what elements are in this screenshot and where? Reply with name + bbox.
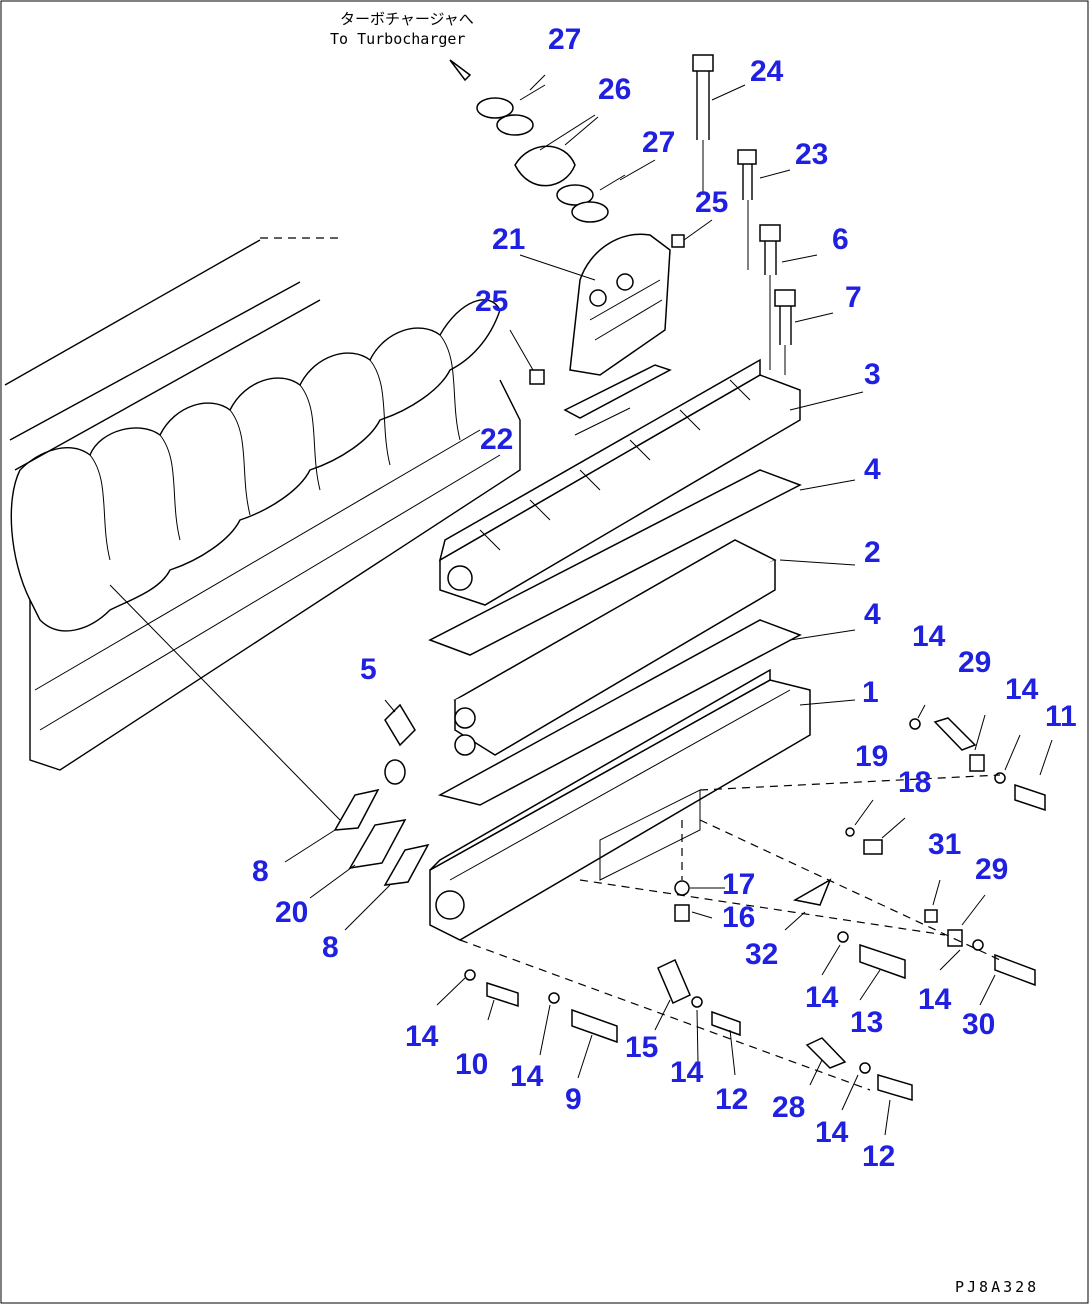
part-label: 11 [1045,700,1077,733]
caption-english: To Turbocharger [330,30,466,48]
part-label: 24 [750,55,784,88]
seal-5 [384,703,416,785]
part-label: 2 [864,536,881,569]
part-label: 9 [565,1083,582,1116]
part-label: 4 [864,453,881,486]
fasteners-bottom [464,958,913,1102]
part-label: 12 [862,1140,896,1173]
part-label: 29 [975,853,1009,886]
part-label: 16 [722,901,756,934]
part-label: 18 [898,766,932,799]
gasket-4-upper [428,469,802,656]
part-label: 14 [405,1020,439,1053]
part-label: 15 [625,1031,659,1064]
part-label: 17 [722,868,756,901]
part-label: 14 [1005,673,1039,706]
part-label: 14 [918,983,952,1016]
part-label: 3 [864,358,881,391]
cooler-case [429,668,811,941]
part-label: 13 [850,1006,884,1039]
part-label: 27 [642,126,676,159]
part-label: 8 [252,855,269,888]
part-label: 4 [864,598,881,631]
part-label: 30 [962,1008,996,1041]
part-label: 19 [855,740,889,773]
part-label: 20 [275,896,309,929]
part-label: 14 [670,1056,704,1089]
gaskets-8-and-tube-20 [109,584,430,886]
part-label: 25 [475,285,509,318]
part-label: 26 [598,73,632,106]
engine-cylinder-head [4,237,521,771]
part-label: 28 [772,1091,806,1124]
part-label: 14 [912,620,946,653]
part-label: 22 [480,423,514,456]
part-label: 14 [805,981,839,1014]
gasket-4-lower [437,619,802,806]
part-label: 6 [832,223,849,256]
part-label: 25 [695,186,729,219]
part-label: 7 [845,281,862,314]
part-label: 10 [455,1048,489,1081]
part-label: 1 [862,676,879,709]
part-label: 31 [928,828,962,861]
cooler-core [453,539,777,756]
part-label: 29 [958,646,992,679]
part-label: 27 [548,23,582,56]
caption-japanese: ターボチャージャへ [340,10,474,28]
bolts-top [692,54,796,375]
figure-code: PJ8A328 [955,1278,1040,1296]
fasteners-right [674,717,1046,987]
part-label: 14 [510,1060,544,1093]
manifold-cover [438,358,801,606]
part-label: 32 [745,938,779,971]
part-label: 14 [815,1116,849,1149]
part-label: 23 [795,138,829,171]
part-label: 5 [360,653,377,686]
gasket-22 [563,364,672,419]
part-label: 21 [492,223,526,256]
part-label: 12 [715,1083,749,1116]
part-label: 8 [322,931,339,964]
turbo-connection-parts [449,59,626,223]
elbow-housing [529,233,685,385]
leader-lines [284,74,1053,1136]
